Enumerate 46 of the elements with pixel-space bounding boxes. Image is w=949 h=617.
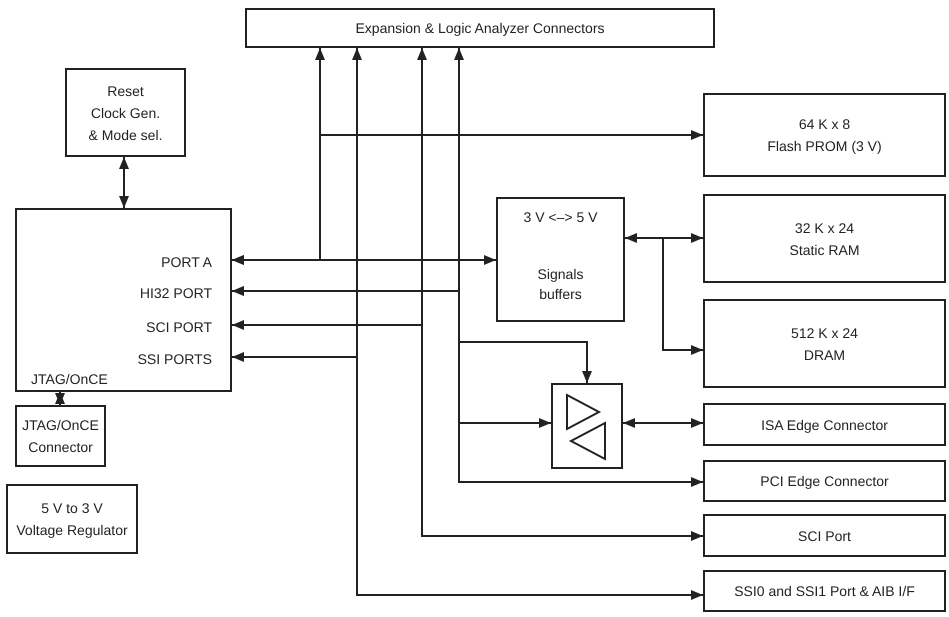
block-box <box>703 93 946 177</box>
port-label: JTAG/OnCE <box>31 370 108 389</box>
node-text: JTAG/OnCE Connector <box>21 416 100 457</box>
node-text: 512 K x 24 <box>790 324 859 342</box>
node-text: PCI Edge Connector <box>759 472 890 491</box>
node-text: Reset <box>106 82 145 100</box>
node-text: Expansion & Logic Analyzer Connectors <box>354 19 606 38</box>
node-text: & Mode sel. <box>88 126 164 144</box>
block-box <box>15 208 232 392</box>
node-text: 64 K x 8 <box>798 115 852 134</box>
node-text: SCI Port <box>797 526 852 546</box>
block-box <box>703 460 946 502</box>
arrow <box>232 130 703 265</box>
node-text: Clock Gen. <box>90 104 162 122</box>
block-box <box>496 197 625 322</box>
node-text: DRAM <box>802 346 846 364</box>
block-box <box>703 194 946 283</box>
block-box <box>15 405 106 467</box>
node-text: 3 V <–> 5 V <box>524 208 598 227</box>
block-box <box>703 514 946 557</box>
transceiver-box <box>551 383 623 469</box>
node-text: Static RAM <box>788 240 860 260</box>
block-box <box>703 299 946 388</box>
node-text: ISA Edge Connector <box>760 416 889 435</box>
node-text: Flash PROM (3 V) <box>766 137 883 156</box>
node-text: Voltage Regulator <box>15 521 129 540</box>
arrow <box>55 392 65 405</box>
arrow <box>232 48 427 330</box>
block-box <box>245 8 715 48</box>
block-box <box>65 68 186 157</box>
node-text: Signals buffers <box>536 265 584 304</box>
node-text: SSI0 and SSI1 Port & AIB I/F <box>733 582 916 601</box>
arrow <box>119 157 129 208</box>
port-label: PORT A <box>161 253 212 272</box>
node-text: 32 K x 24 <box>794 218 856 238</box>
port-label: SSI PORTS <box>138 350 212 369</box>
arrow <box>232 286 551 428</box>
block-box <box>703 403 946 446</box>
arrow <box>232 48 362 362</box>
node-text: 5 V to 3 V <box>40 499 104 518</box>
port-label: SCI PORT <box>146 318 212 337</box>
arrow <box>623 418 703 428</box>
port-label: HI32 PORT <box>140 284 212 303</box>
block-box <box>703 570 946 612</box>
arrow <box>625 233 703 243</box>
block-box <box>6 484 138 554</box>
